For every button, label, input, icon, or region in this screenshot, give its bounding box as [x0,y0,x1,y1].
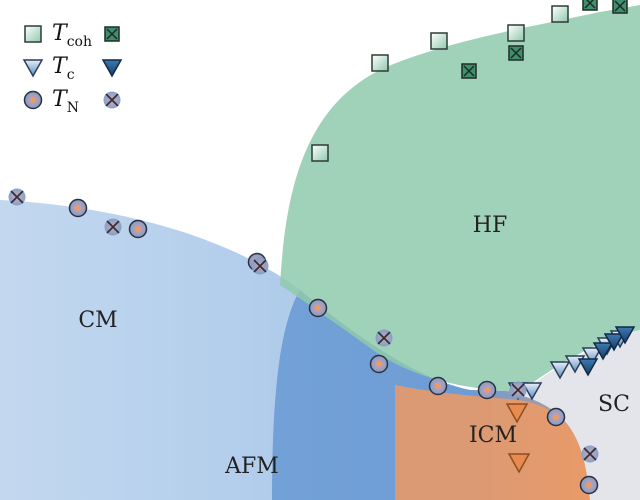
legend-filled-marker-2 [103,91,121,109]
point-square-0-1 [371,54,389,72]
legend-open-marker-2 [23,90,43,110]
legend-subscript-tn: N [67,100,79,116]
hf-label: HF [473,213,507,238]
point-circle-x-6-3 [375,329,393,347]
point-square-x-1-2 [582,0,598,11]
legend-open-marker-1 [22,59,44,78]
point-triangle-down-filled-3-2 [603,333,625,352]
legend: Tcoh Tc TN [22,21,123,116]
point-triangle-down-orange-4-1 [507,453,531,474]
point-circle-x-6-1 [104,218,122,236]
point-circle-x-6-0 [8,188,26,206]
legend-filled-marker-1 [101,59,123,78]
point-circle-dot-5-0 [68,198,88,218]
point-triangle-down-orange-4-0 [505,403,529,424]
point-square-x-1-3 [612,0,628,14]
legend-label-tn: TN [52,87,79,116]
legend-filled-marker-0 [104,26,120,42]
legend-label-tcoh: Tcoh [52,21,92,50]
point-circle-dot-5-3 [308,298,328,318]
point-square-x-1-0 [461,63,477,79]
icm-label: ICM [469,423,517,448]
point-circle-dot-5-5 [428,376,448,396]
point-circle-x-6-2 [251,257,269,275]
legend-markers [22,25,123,110]
legend-symbol-tcoh: T [52,21,69,46]
point-circle-x-6-4 [509,381,527,399]
icm-region [395,385,590,500]
point-triangle-down-filled-3-0 [577,358,599,377]
sc-label: SC [598,392,630,417]
point-square-0-2 [430,32,448,50]
legend-subscript-tcoh: coh [67,34,92,50]
cm-label: CM [78,308,117,333]
afm-label: AFM [224,454,279,479]
hf-region [280,5,640,392]
point-square-x-1-1 [508,45,524,61]
legend-symbol-tn: T [52,87,69,112]
phase-regions [0,5,640,500]
point-triangle-down-filled-3-3 [614,326,636,345]
point-circle-x-6-5 [581,445,599,463]
point-circle-dot-5-1 [128,219,148,239]
point-triangle-down-filled-3-1 [592,342,614,361]
data-markers [8,0,636,495]
point-square-0-0 [311,144,329,162]
point-circle-dot-5-6 [477,380,497,400]
point-triangle-down-2-1 [521,382,543,401]
point-circle-dot-5-4 [369,354,389,374]
point-circle-dot-5-7 [546,407,566,427]
point-square-0-4 [551,5,569,23]
point-circle-dot-5-8 [579,475,599,495]
legend-symbol-tc: T [52,54,69,79]
legend-label-tc: Tc [52,54,75,83]
sc-region [520,330,640,500]
point-triangle-down-2-4 [581,347,603,366]
point-triangle-down-2-2 [549,361,571,380]
point-square-0-3 [507,24,525,42]
legend-open-marker-0 [24,25,42,43]
legend-subscript-tc: c [67,67,75,83]
phase-labels: HF CM AFM ICM SC [78,213,630,479]
